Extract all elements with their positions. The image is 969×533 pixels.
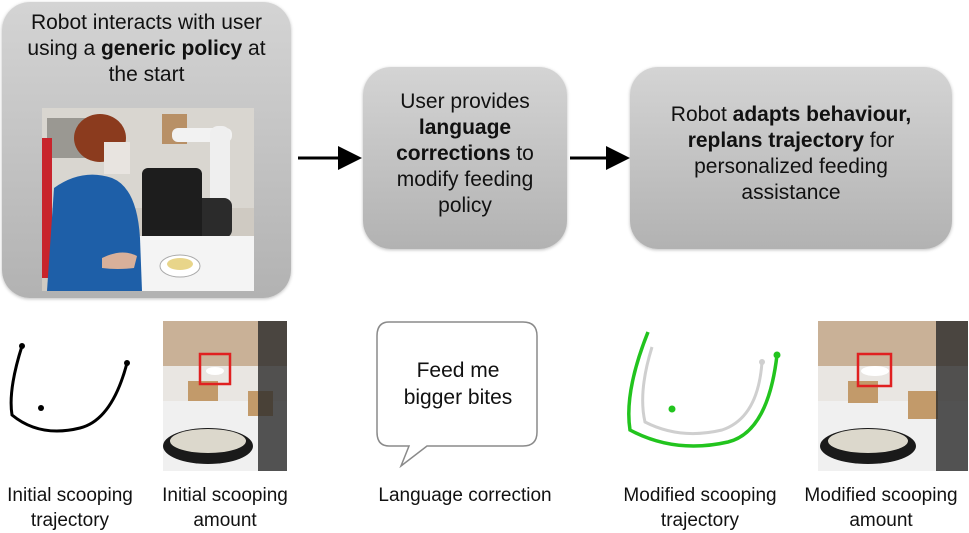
trajectory-end-marker (124, 360, 130, 366)
food-target-marker (38, 405, 44, 411)
caption-initial-trajectory: Initial scooping trajectory (7, 485, 133, 531)
modified-end-marker (773, 351, 781, 359)
food-target-marker (668, 405, 676, 413)
step-1-text: Robot interacts with user using a generi… (27, 11, 266, 86)
speech-bubble-text: Feed me bigger bites (403, 359, 513, 409)
step-3-box: Robot adapts behaviour, replans trajecto… (630, 67, 952, 249)
step-2-box: User provides language corrections to mo… (363, 67, 567, 249)
initial-amount-photo (163, 321, 287, 471)
caption-initial-amount: Initial scooping amount (162, 485, 288, 531)
ghost-trajectory-path (641, 346, 764, 436)
initial-trajectory-path (9, 345, 129, 433)
ghost-end-marker (759, 359, 765, 365)
caption-modified-trajectory: Modified scooping trajectory (623, 485, 777, 531)
highlight-box (856, 352, 893, 388)
caption-modified-amount: Modified scooping amount (804, 485, 958, 531)
step-2-text: User provides language corrections to mo… (396, 90, 534, 217)
user-robot-photo (42, 108, 254, 291)
modified-amount-photo (818, 321, 968, 471)
modified-trajectory-plot (627, 331, 781, 448)
caption-language-correction: Language correction (378, 485, 552, 506)
step-1-box: Robot interacts with user using a generi… (2, 2, 291, 298)
initial-trajectory-plot (9, 343, 130, 433)
modified-trajectory-path (627, 331, 779, 448)
step-3-text: Robot adapts behaviour, replans trajecto… (670, 103, 912, 204)
trajectory-start-marker (19, 343, 25, 349)
highlight-box (198, 352, 232, 386)
speech-bubble (376, 321, 538, 468)
